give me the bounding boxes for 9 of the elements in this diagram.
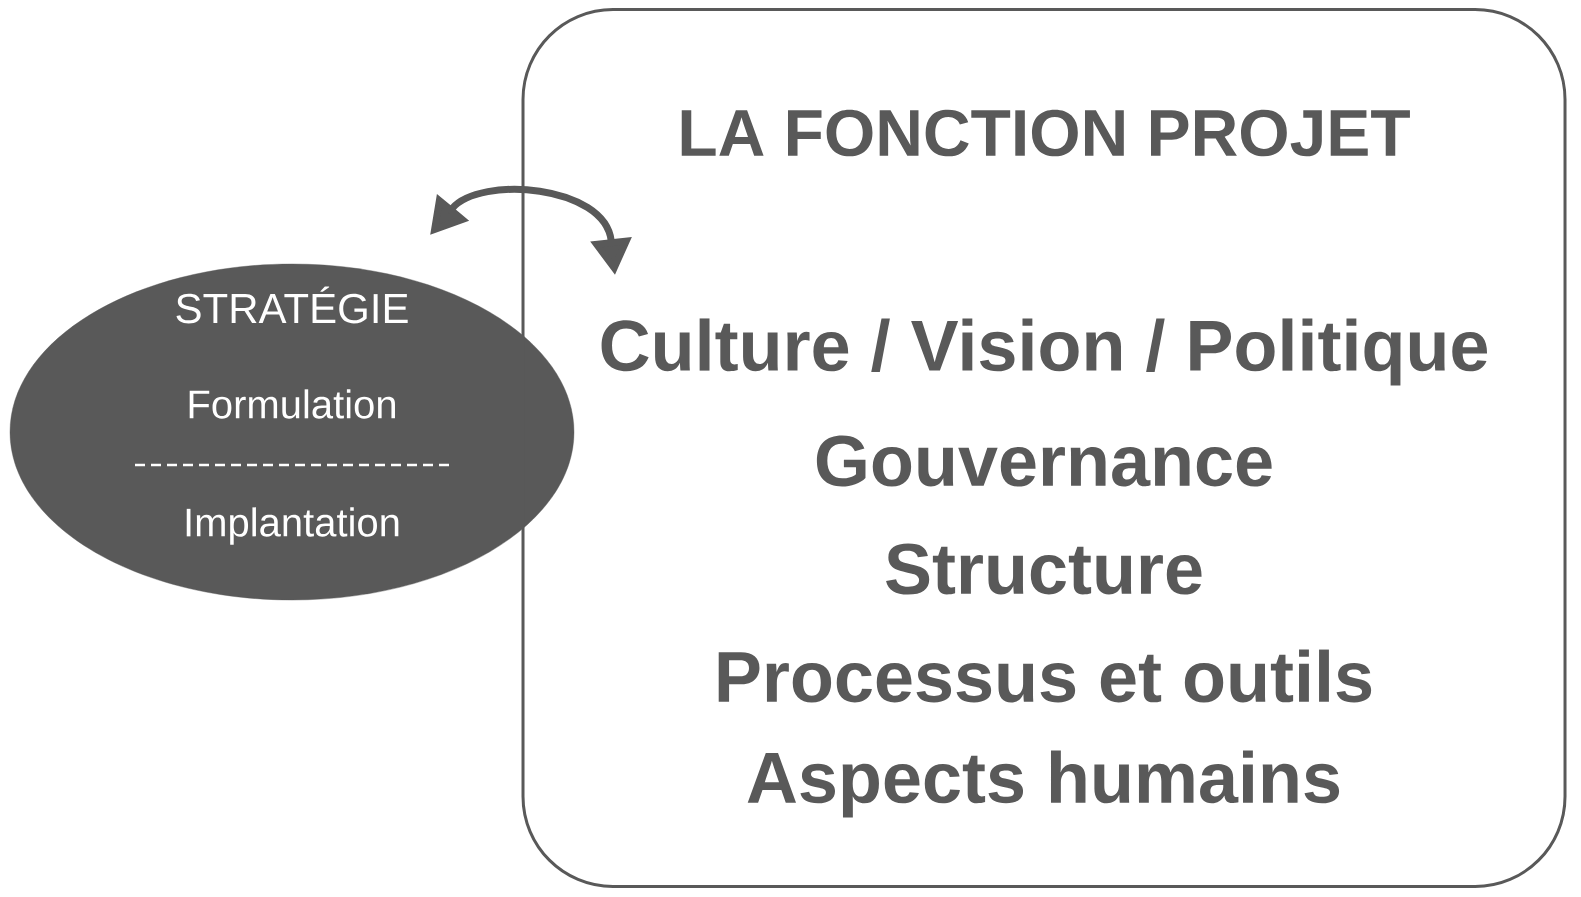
body-text: Processus et outils (718, 649, 1372, 703)
body-text: Implantation (186, 507, 399, 545)
body-text: Gouvernance (816, 435, 1272, 487)
body-text: Formulation (189, 389, 395, 419)
body-text: Structure (886, 543, 1202, 595)
heading-text: STRATÉGIE (176, 286, 408, 324)
body-text: Culture / Vision / Politique (601, 318, 1488, 386)
body-text: Aspects humains (747, 750, 1340, 818)
title: LA FONCTION PROJET (681, 109, 1410, 157)
